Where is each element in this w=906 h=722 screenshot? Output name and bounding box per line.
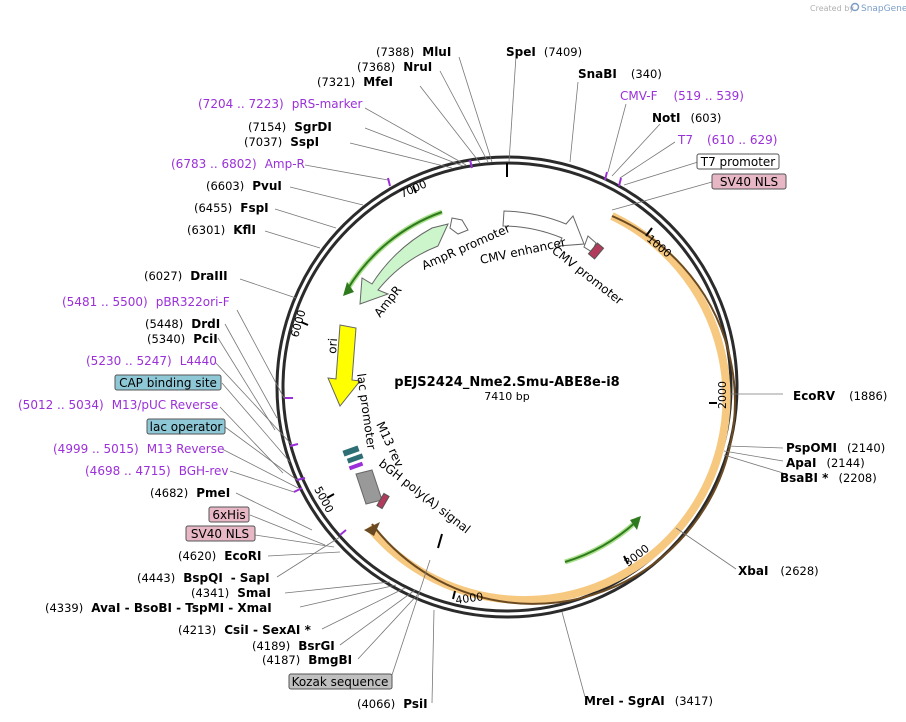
enzyme-label-ecori: (4620)EcoRI xyxy=(178,549,262,563)
enzyme-label-mfei: (7321)MfeI xyxy=(317,75,393,89)
svg-text:SV40 NLS: SV40 NLS xyxy=(191,527,249,541)
feature-box-sv40-nls-top: SV40 NLS xyxy=(711,173,787,190)
enzyme-label-fspi: (6455)FspI xyxy=(194,201,269,215)
enzyme-label-apai: ApaI(2144) xyxy=(786,456,865,470)
enzyme-label-bspqi-sapi: (4443)BspQI-SapI xyxy=(137,571,270,585)
snapgene-logo xyxy=(850,2,860,12)
ring-label-4000: 4000 xyxy=(455,590,485,607)
green-arrow-top-core xyxy=(346,211,443,291)
plasmid-name: pEJS2424_Nme2.Smu-ABE8e-i8 xyxy=(394,375,619,390)
enzyme-label-bsrgi: (4189)BsrGI xyxy=(252,639,335,653)
primer-label-t7: T7(610 .. 629) xyxy=(677,133,777,147)
enzyme-label-sgrdi: (7154)SgrDI xyxy=(248,120,332,134)
green-arrow-bottom-head xyxy=(630,516,641,530)
feature-box-kozak: Kozak sequence xyxy=(288,673,393,690)
t7-sv40-marker xyxy=(587,242,605,260)
enzyme-label-avai-group: (4339)AvaI - BsoBI - TspMI - XmaI xyxy=(45,601,272,615)
insert-arc-highlight xyxy=(365,212,731,605)
primer-label-l4440: (5230 .. 5247)L4440 xyxy=(86,354,217,368)
svg-text:6xHis: 6xHis xyxy=(212,508,245,522)
feature-label-lac-promoter: lac promoter xyxy=(354,372,379,450)
enzyme-label-smai: (4341)SmaI xyxy=(191,586,271,600)
cmv-enhancer-arrow xyxy=(502,210,585,247)
primer-ticks xyxy=(285,159,622,536)
enzyme-label-ecorv: EcoRV(1886) xyxy=(793,389,887,403)
enzyme-label-noti: NotI(603) xyxy=(652,111,721,125)
feature-box-t7-promoter: T7 promoter xyxy=(696,153,780,170)
lac-operator-marker xyxy=(346,453,364,464)
svg-text:lac operator: lac operator xyxy=(150,420,223,434)
green-arrow-top-head xyxy=(343,282,354,296)
feature-label-bgh-polya: bGH poly(A) signal xyxy=(376,456,473,536)
feature-box-cap-binding-site: CAP binding site xyxy=(114,374,222,391)
sv40-nls-marker-bottom xyxy=(376,492,390,510)
primer-label-m13-reverse: (4999 .. 5015)M13 Reverse xyxy=(53,442,224,456)
feature-label-ori: ori xyxy=(325,338,340,355)
primer-label-amp-r: (6783 .. 6802)Amp-R xyxy=(171,157,305,171)
enzyme-label-mlui: (7388)MluI xyxy=(376,45,451,59)
enzyme-label-pcii: (5340)PciI xyxy=(147,332,218,346)
enzyme-label-psp0mi: PspOMI(2140) xyxy=(786,441,885,455)
plasmid-length: 7410 bp xyxy=(484,390,529,403)
backbone-outer-ring xyxy=(275,155,739,619)
cap-site-marker xyxy=(342,445,360,457)
created-by-text: Created by xyxy=(810,4,854,13)
enzyme-label-kfli: (6301)KflI xyxy=(187,223,256,237)
ring-ticks xyxy=(300,185,717,600)
green-arrow-bottom-core xyxy=(564,519,639,563)
enzyme-label-psti: (4066)PsiI xyxy=(357,697,428,711)
primer-label-prs-marker: (7204 .. 7223)pRS-marker xyxy=(198,97,362,111)
feature-box-sv40-nls-left: SV40 NLS xyxy=(185,525,256,542)
ori-arrow xyxy=(327,324,361,407)
enzyme-label-mrei-sgrai: MreI - SgrAI(3417) xyxy=(584,694,713,708)
insert-arrowhead xyxy=(364,522,380,536)
feature-label-cmv-promoter: CMV promoter xyxy=(549,243,626,307)
primer-label-pbr322ori-f: (5481 .. 5500)pBR322ori-F xyxy=(62,295,230,309)
brand-text: SnapGene xyxy=(861,4,906,14)
m13-marker xyxy=(348,461,364,471)
ampr-feature-arrow xyxy=(359,223,449,305)
svg-text:SV40 NLS: SV40 NLS xyxy=(720,175,778,189)
svg-text:T7 promoter: T7 promoter xyxy=(700,155,776,169)
ampr-promoter-arrow xyxy=(449,217,469,235)
enzyme-label-draiii: (6027)DraIII xyxy=(144,269,228,283)
feature-box-lac-operator: lac operator xyxy=(146,418,226,435)
enzyme-label-nrui: (7368)NruI xyxy=(357,60,432,74)
enzyme-label-csii-sexai: (4213)CsiI - SexAI * xyxy=(178,623,312,637)
enzyme-label-pmei: (4682)PmeI xyxy=(150,486,230,500)
insert-arc xyxy=(371,215,736,605)
primer-label-cmv-f: CMV-F(519 .. 539) xyxy=(620,89,744,103)
leader-lines xyxy=(214,55,784,704)
kozak-mark xyxy=(437,533,443,549)
enzyme-label-pvui: (6603)PvuI xyxy=(206,179,282,193)
primer-label-m13-puc-reverse: (5012 .. 5034)M13/pUC Reverse xyxy=(18,398,218,412)
ring-label-2000: 2000 xyxy=(716,381,729,409)
feature-box-6xhis: 6xHis xyxy=(208,506,250,523)
primer-label-bgh-rev: (4698 .. 4715)BGH-rev xyxy=(85,464,229,478)
enzyme-label-snabi: SnaBI(340) xyxy=(578,67,662,81)
enzyme-label-drdi: (5448)DrdI xyxy=(145,317,220,331)
enzyme-label-bmgbi: (4187)BmgBI xyxy=(262,653,352,667)
svg-text:Kozak sequence: Kozak sequence xyxy=(292,675,389,689)
svg-text:CAP binding site: CAP binding site xyxy=(119,376,217,390)
enzyme-label-spei: SpeI(7409) xyxy=(506,45,582,59)
enzyme-label-bsabi: BsaBI *(2208) xyxy=(780,471,877,485)
enzyme-label-sspi: (7037)SspI xyxy=(244,135,319,149)
enzyme-label-xbai: XbaI(2628) xyxy=(738,564,819,578)
bgh-polya-block xyxy=(355,469,383,505)
